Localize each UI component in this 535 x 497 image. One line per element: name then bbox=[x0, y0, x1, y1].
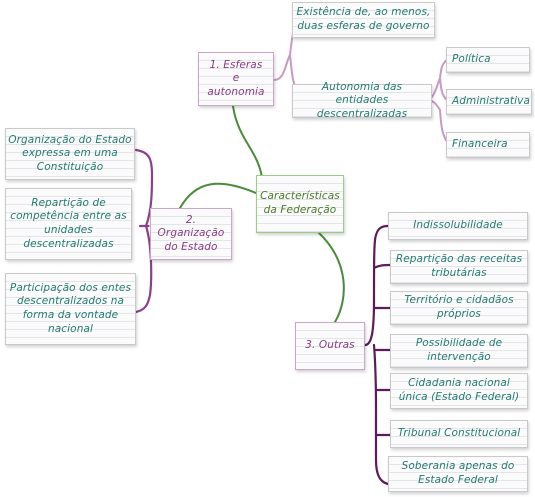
center-node: Características da Federação bbox=[256, 175, 344, 233]
branch3-item-6: Tribunal Constitucional bbox=[390, 420, 528, 448]
branch2-item-2: Repartição de competência entre as unida… bbox=[5, 188, 132, 260]
branch2-item-2-label: Repartição de competência entre as unida… bbox=[10, 196, 127, 250]
branch3-item-5-label: Cidadania nacional única (Estado Federal… bbox=[398, 377, 520, 403]
branch3-item-4: Possibilidade de intervenção bbox=[390, 334, 528, 368]
branch3-item-2-label: Repartição das receitas tributárias bbox=[395, 253, 523, 279]
branch3-item-3: Território e cidadãos próprios bbox=[390, 291, 528, 325]
branch1-item-1-label: Existência de, ao menos, duas esferas de… bbox=[296, 6, 431, 32]
autonomia-financeira: Financeira bbox=[446, 132, 530, 158]
branch3-item-4-label: Possibilidade de intervenção bbox=[415, 337, 503, 363]
center-node-label: Características da Federação bbox=[260, 190, 340, 216]
branch1-item-2: Autonomia das entidades descentralizadas bbox=[292, 81, 432, 120]
branch1-node: 1. Esferas e autonomia bbox=[198, 52, 274, 106]
branch3-item-7: Soberania apenas do Estado Federal bbox=[388, 456, 528, 492]
branch3-item-1: Indissolubilidade bbox=[388, 212, 528, 240]
connector-center-branch3 bbox=[317, 231, 345, 323]
branch2-item-1-label: Organização do Estado expressa em uma Co… bbox=[8, 133, 132, 173]
branch2-node: 2. Organização do Estado bbox=[150, 208, 232, 260]
autonomia-politica-label: Política bbox=[452, 53, 491, 66]
branch3-item-2: Repartição das receitas tributárias bbox=[390, 250, 528, 284]
branch3-item-1-label: Indissolubilidade bbox=[413, 219, 503, 232]
connector-autonomia-bracket bbox=[425, 57, 451, 146]
connector-branch2-bracket bbox=[134, 148, 154, 314]
autonomia-administrativa: Administrativa bbox=[446, 89, 532, 115]
branch2-item-3: Participação dos entes descentralizados … bbox=[5, 273, 136, 345]
branch2-item-3-label: Participação dos entes descentralizados … bbox=[9, 281, 132, 335]
branch3-item-3-label: Território e cidadãos próprios bbox=[404, 294, 514, 320]
branch3-item-5: Cidadania nacional única (Estado Federal… bbox=[390, 373, 528, 409]
autonomia-politica: Política bbox=[446, 47, 530, 73]
branch3-node: 3. Outras bbox=[295, 322, 365, 370]
branch1-item-2-label: Autonomia das entidades descentralizadas bbox=[316, 80, 408, 120]
branch1-label: 1. Esferas e autonomia bbox=[207, 58, 265, 98]
branch2-label: 2. Organização do Estado bbox=[157, 213, 225, 253]
branch3-label: 3. Outras bbox=[305, 339, 355, 352]
branch3-item-6-label: Tribunal Constitucional bbox=[397, 427, 521, 440]
branch1-item-1: Existência de, ao menos, duas esferas de… bbox=[292, 2, 435, 38]
autonomia-administrativa-label: Administrativa bbox=[452, 95, 530, 108]
connector-branch3-bracket bbox=[363, 224, 392, 486]
autonomia-financeira-label: Financeira bbox=[452, 138, 508, 151]
connector-center-branch1 bbox=[232, 105, 263, 179]
branch2-item-1: Organização do Estado expressa em uma Co… bbox=[5, 128, 135, 180]
connector-center-branch2 bbox=[179, 182, 257, 209]
branch3-item-7-label: Soberania apenas do Estado Federal bbox=[401, 460, 515, 486]
